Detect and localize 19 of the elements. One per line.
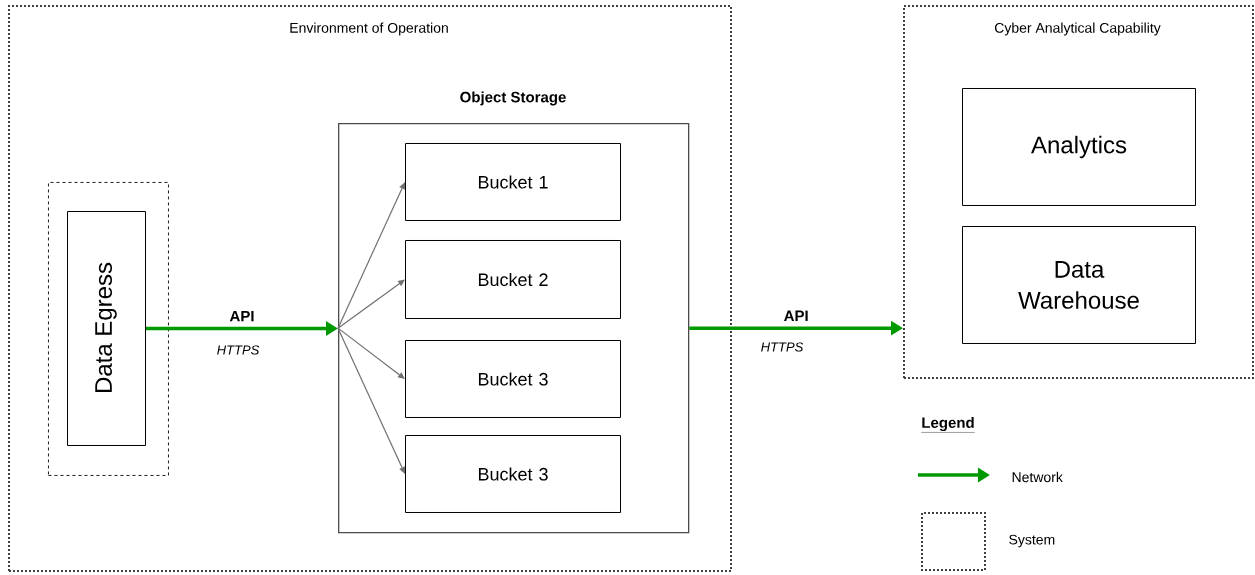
component-box: Bucket 3 xyxy=(405,435,621,513)
legend-text: Network xyxy=(1012,471,1063,483)
component-box: Data Egress xyxy=(67,211,146,446)
edge-label: API xyxy=(229,311,254,322)
protocol-label: HTTPS xyxy=(761,342,804,352)
component-box: Bucket 2 xyxy=(405,240,621,319)
component-box: Bucket 3 xyxy=(405,340,621,418)
component-box: Bucket 1 xyxy=(405,143,621,221)
protocol-label: HTTPS xyxy=(217,345,260,355)
node-label: Object Storage xyxy=(460,91,566,106)
arrow xyxy=(337,279,405,329)
legend-title: Legend xyxy=(921,416,975,433)
legend-text: System xyxy=(1009,534,1055,548)
arrow xyxy=(337,182,405,329)
component-box: Data Warehouse xyxy=(962,226,1196,344)
arrow xyxy=(337,327,405,379)
arrow xyxy=(337,327,405,474)
edge-label: API xyxy=(784,310,808,321)
component-box: Analytics xyxy=(962,88,1196,206)
